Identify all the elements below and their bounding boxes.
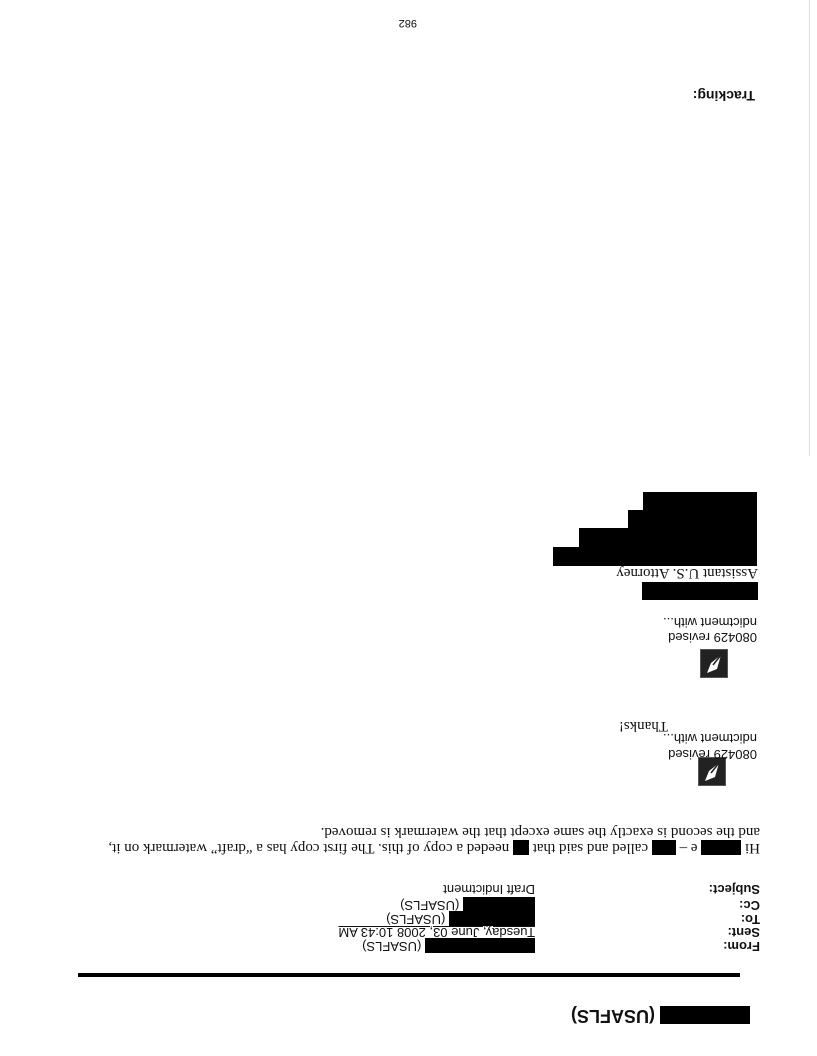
redaction (512, 839, 529, 855)
redaction (701, 839, 742, 855)
page-number: 982 (398, 17, 417, 29)
cc-value: (USAFLS) (400, 896, 535, 913)
redaction-signature-name (642, 582, 758, 600)
body-line-2: and the second is exactly the same excep… (320, 824, 760, 840)
body-text: needed a copy of this. The first copy ha… (108, 840, 510, 856)
subject-label: Subject: (708, 882, 760, 897)
subject-value: Draft Indictment (443, 882, 535, 897)
attachment-2-name[interactable]: 080429 revised (668, 630, 757, 645)
body-text: called and said that (532, 840, 649, 856)
attachment-1-name-2[interactable]: ndictment with... (663, 731, 757, 746)
from-value: (USAFLS) (362, 937, 535, 954)
attachment-1-name[interactable]: 080429 revised (668, 747, 757, 762)
redaction (463, 896, 535, 912)
to-suffix: (USAFLS) (386, 912, 446, 927)
redaction (579, 528, 757, 547)
redaction (651, 839, 676, 855)
cc-suffix: (USAFLS) (400, 898, 460, 913)
to-value: (USAFLS) (386, 910, 535, 927)
greeting: Hi (745, 840, 760, 856)
scan-edge (809, 0, 810, 456)
thanks-text: Thanks! (618, 718, 668, 734)
redaction (643, 492, 757, 510)
sent-value: Tuesday, June 03, 2008 10:43 AM (338, 925, 535, 940)
cc-label: Cc: (739, 898, 760, 913)
greeting-mid: e – (679, 840, 698, 856)
redaction (628, 510, 757, 528)
document-pen-icon[interactable] (698, 757, 726, 786)
from-suffix: (USAFLS) (362, 939, 422, 954)
signature-title: Assistant U.S. Attorney (616, 565, 758, 581)
header-divider (78, 973, 740, 977)
from-label: From: (723, 939, 760, 954)
redaction (449, 910, 535, 926)
redaction (553, 547, 757, 566)
body-line-1: Hi e – called and said that needed a cop… (108, 839, 760, 856)
to-label: To: (740, 912, 760, 927)
attachment-2-name-2[interactable]: ndictment with... (663, 615, 757, 630)
header-suffix: (USAFLS) (570, 1006, 655, 1026)
document-pen-icon[interactable] (700, 649, 728, 678)
tracking-label: Tracking: (692, 88, 755, 104)
sent-label: Sent: (727, 925, 761, 940)
redaction (660, 1005, 750, 1024)
redaction (425, 937, 535, 953)
email-header-sender: (USAFLS) (571, 1005, 750, 1026)
